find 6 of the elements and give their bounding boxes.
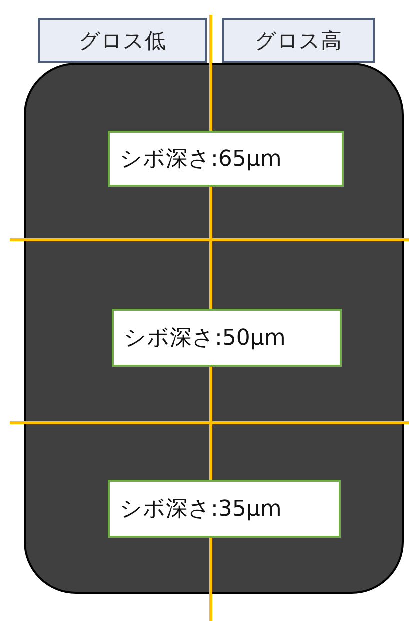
label-box: シボ深さ:35μm [108, 480, 341, 538]
label-box: シボ深さ:65μm [108, 131, 344, 187]
header-box: グロス低 [38, 18, 207, 63]
header-box: グロス高 [222, 18, 375, 63]
panel-background [24, 63, 404, 594]
label-box: シボ深さ:50μm [112, 309, 342, 367]
